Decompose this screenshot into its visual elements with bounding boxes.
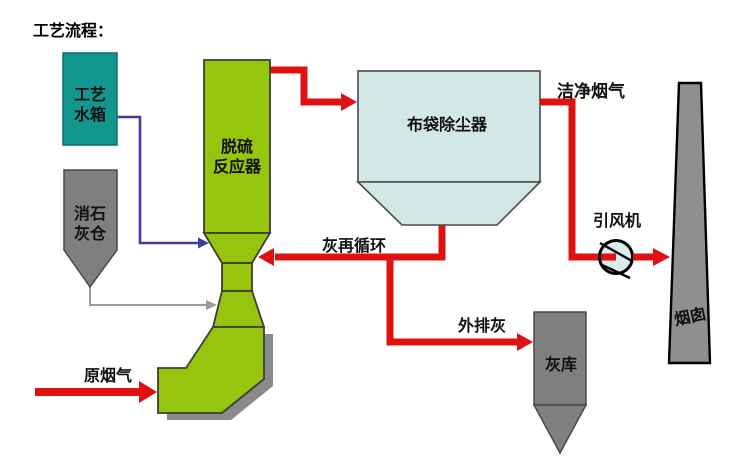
flow-process-water bbox=[117, 115, 209, 249]
ash-silo-cone bbox=[532, 404, 588, 455]
ash-discharge-pipe bbox=[386, 257, 519, 346]
ash-silo-body bbox=[533, 311, 587, 406]
arrowhead-into-reactor bbox=[258, 248, 274, 266]
flow-reactor-to-baghouse bbox=[268, 66, 357, 111]
reactor-cone bbox=[202, 232, 272, 264]
water-tank: 工艺 水箱 bbox=[62, 52, 118, 146]
arrowhead-into-chimney bbox=[653, 248, 670, 266]
baghouse-hopper bbox=[356, 181, 542, 226]
ash-recycle-pipe bbox=[275, 224, 446, 261]
fan-rim bbox=[598, 239, 634, 275]
lime-pipe bbox=[89, 287, 208, 306]
ash-discharge-label: 外排灰 bbox=[457, 316, 506, 335]
ash-silo-label: 灰库 bbox=[545, 355, 577, 374]
arrowhead-into-baghouse bbox=[341, 93, 357, 111]
flow-ash-discharge bbox=[386, 257, 533, 351]
flow-lime-feed bbox=[89, 287, 217, 310]
arrowhead-lime bbox=[206, 300, 217, 310]
venturi-diffuser bbox=[211, 290, 266, 328]
raw-gas-label: 原烟气 bbox=[84, 366, 132, 385]
water-tank-body bbox=[62, 52, 118, 146]
flow-raw-gas bbox=[35, 381, 157, 403]
flow-baghouse-to-fan bbox=[539, 98, 616, 261]
clean-gas-pipe bbox=[539, 98, 616, 261]
reactor-label-line2: 反应器 bbox=[213, 157, 262, 176]
water-tank-label-line1: 工艺 bbox=[74, 85, 106, 104]
fan-blade-lower bbox=[601, 263, 631, 280]
reactor-body bbox=[203, 59, 271, 234]
id-fan: 引风机 bbox=[593, 211, 670, 280]
chimney-body bbox=[667, 81, 712, 365]
water-pipe bbox=[117, 115, 200, 245]
baghouse-body bbox=[357, 70, 541, 183]
venturi-throat bbox=[221, 262, 253, 292]
lime-silo-label-line1: 消石 bbox=[74, 204, 106, 223]
ash-silo: 灰库 bbox=[532, 311, 588, 455]
reactor-label-line1: 脱硫 bbox=[221, 137, 253, 156]
baghouse-label: 布袋除尘器 bbox=[407, 115, 488, 134]
fan-label: 引风机 bbox=[593, 211, 641, 230]
flue-gas-pipe bbox=[268, 66, 343, 106]
arrowhead-water bbox=[198, 237, 209, 249]
lime-silo: 消石 灰仓 bbox=[63, 169, 118, 289]
ash-recirculation-label: 灰再循环 bbox=[322, 236, 386, 255]
inlet-elbow bbox=[157, 326, 265, 414]
chimney: 烟囱 bbox=[667, 81, 712, 365]
lime-silo-label-line2: 灰仓 bbox=[74, 224, 107, 243]
clean-gas-label: 洁净烟气 bbox=[557, 81, 625, 101]
lime-silo-body bbox=[63, 169, 118, 289]
arrowhead-into-duct bbox=[139, 381, 157, 403]
page-title: 工艺流程： bbox=[33, 21, 113, 40]
water-tank-label-line2: 水箱 bbox=[74, 105, 106, 124]
baghouse: 布袋除尘器 bbox=[356, 70, 542, 226]
arrowhead-into-ash-silo bbox=[517, 333, 533, 351]
reactor: 脱硫 反应器 bbox=[157, 59, 273, 420]
flow-ash-recirculation bbox=[258, 224, 446, 266]
